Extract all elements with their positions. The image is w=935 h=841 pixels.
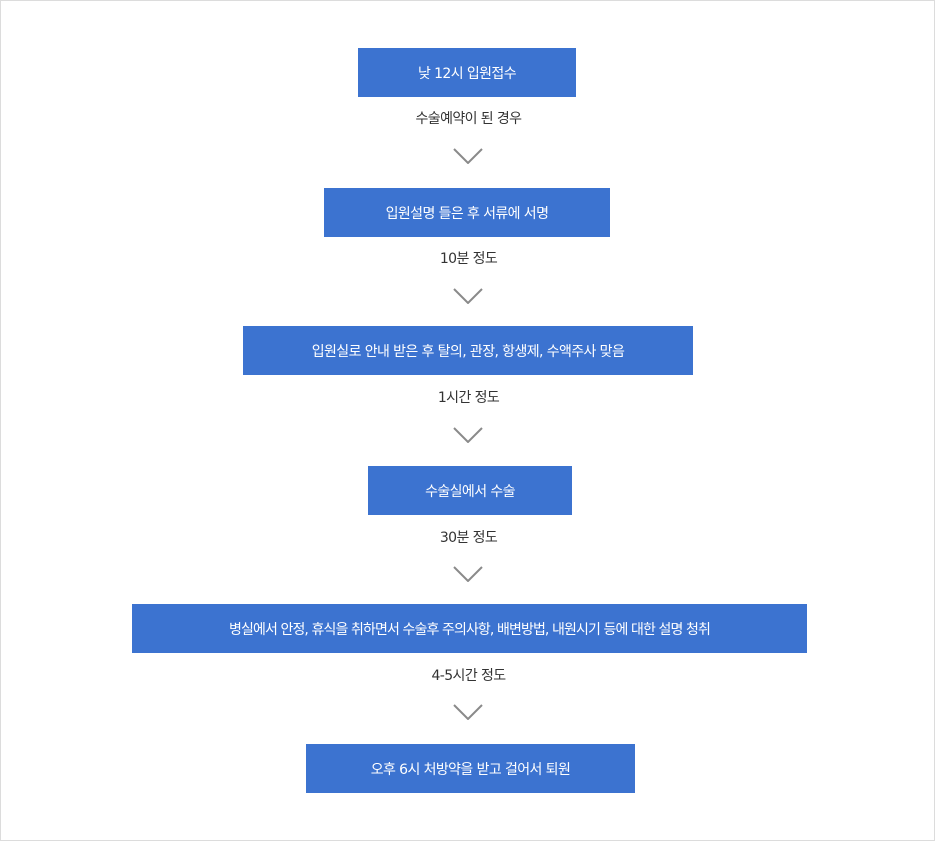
chevron-down-icon (453, 288, 483, 304)
step-2-note: 10분 정도 (439, 251, 498, 267)
step-3-box: 입원실로 안내 받은 후 탈의, 관장, 항생제, 수액주사 맞음 (243, 326, 693, 375)
step-2-label: 입원설명 들은 후 서류에 서명 (385, 205, 549, 222)
step-6-box: 오후 6시 처방약을 받고 걸어서 퇴원 (306, 744, 635, 793)
chevron-down-icon (453, 566, 483, 582)
step-3-label: 입원실로 안내 받은 후 탈의, 관장, 항생제, 수액주사 맞음 (311, 343, 625, 360)
step-4-box: 수술실에서 수술 (368, 466, 572, 515)
chevron-down-icon (453, 427, 483, 443)
step-5-box: 병실에서 안정, 휴식을 취하면서 수술후 주의사항, 배변방법, 내원시기 등… (132, 604, 807, 653)
step-4-note: 30분 정도 (439, 530, 498, 546)
step-1-note: 수술예약이 된 경우 (415, 111, 523, 127)
step-3-note: 1시간 정도 (437, 390, 500, 406)
chevron-down-icon (453, 148, 483, 164)
step-1-box: 낮 12시 입원접수 (358, 48, 576, 97)
step-2-box: 입원설명 들은 후 서류에 서명 (324, 188, 610, 237)
step-1-label: 낮 12시 입원접수 (418, 65, 517, 82)
step-5-note: 4-5시간 정도 (431, 668, 506, 684)
chevron-down-icon (453, 704, 483, 720)
step-5-label: 병실에서 안정, 휴식을 취하면서 수술후 주의사항, 배변방법, 내원시기 등… (229, 621, 711, 638)
step-6-label: 오후 6시 처방약을 받고 걸어서 퇴원 (370, 761, 571, 778)
step-4-label: 수술실에서 수술 (425, 483, 515, 500)
